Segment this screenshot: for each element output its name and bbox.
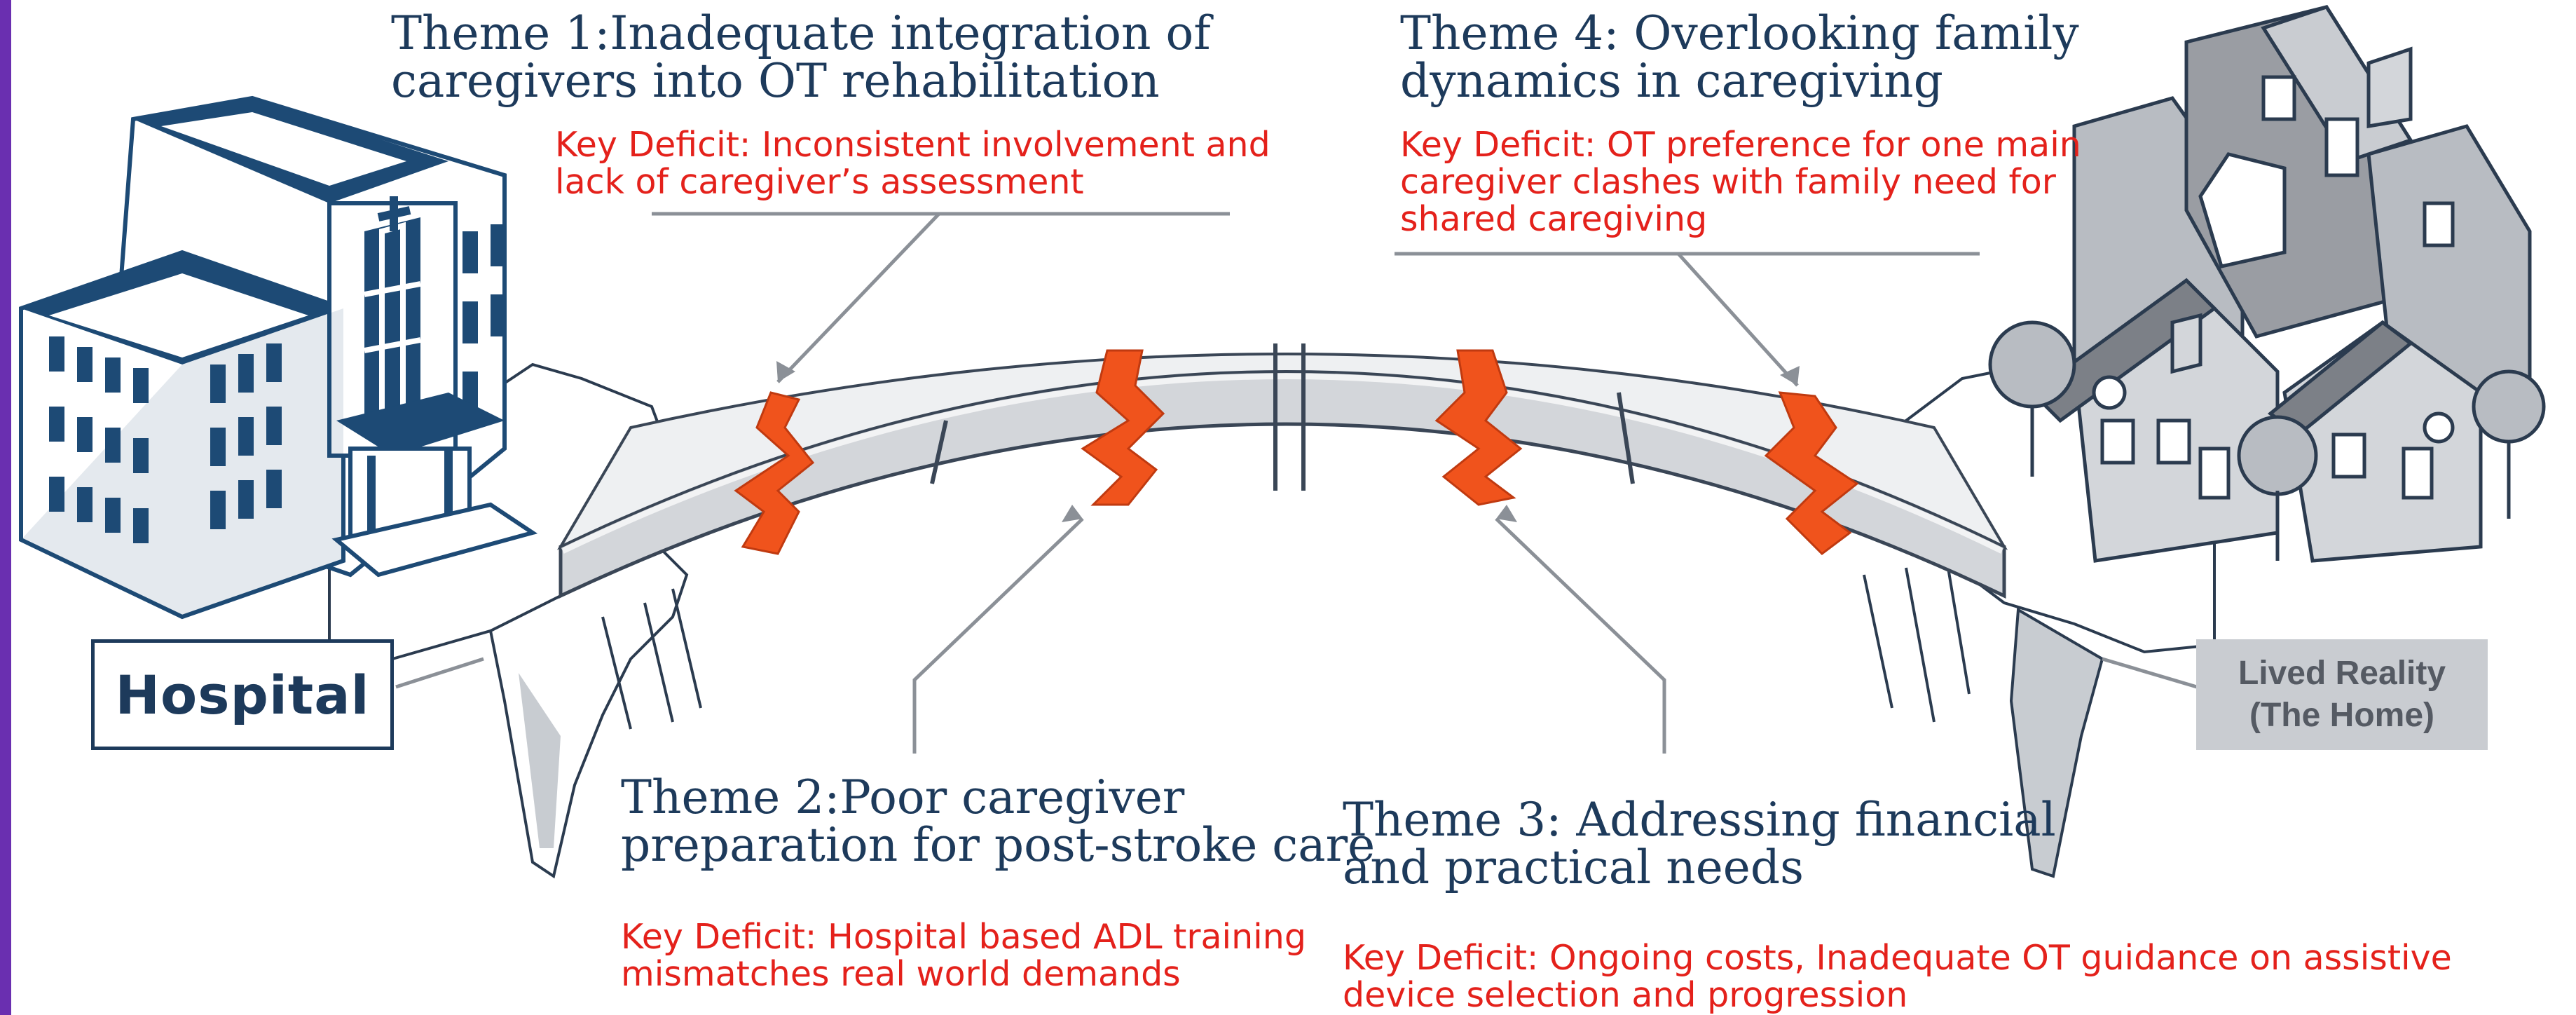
- theme-2-title-line-2: preparation for post-stroke care: [621, 818, 1376, 872]
- theme-2-deficit-line-1: Key Deficit: Hospital based ADL training: [621, 917, 1306, 957]
- crack-2: [1081, 349, 1165, 506]
- hospital-building-icon: [19, 95, 538, 620]
- theme-3-deficit: Key Deficit: Ongoing costs, Inadequate O…: [1343, 939, 2452, 1014]
- left-accent-bar: [0, 0, 11, 1015]
- theme-2-deficit-line-2: mismatches real world demands: [621, 954, 1181, 994]
- theme-1-title-line-1: Theme 1:Inadequate integration of: [391, 6, 1211, 60]
- theme-4-deficit: Key Deficit: OT preference for one main …: [1400, 126, 2081, 238]
- crack-3: [1434, 349, 1523, 506]
- theme-3-title-line-2: and practical needs: [1343, 840, 1804, 894]
- hospital-label: Hospital: [91, 639, 394, 750]
- crack-1: [734, 391, 815, 555]
- theme-3-deficit-line-1: Key Deficit: Ongoing costs, Inadequate O…: [1343, 938, 2452, 978]
- theme-4-title-line-1: Theme 4: Overlooking family: [1400, 6, 2079, 60]
- theme-4-deficit-line-3: shared caregiving: [1400, 199, 1708, 239]
- theme-1-title: Theme 1:Inadequate integration of caregi…: [391, 10, 1211, 105]
- theme-1-title-line-2: caregivers into OT rehabilitation: [391, 54, 1160, 108]
- theme-2-deficit: Key Deficit: Hospital based ADL training…: [621, 918, 1306, 993]
- home-houses-icon: [1988, 5, 2546, 563]
- theme-4-title: Theme 4: Overlooking family dynamics in …: [1400, 10, 2079, 105]
- theme-1-deficit-line-1: Key Deficit: Inconsistent involvement an…: [555, 125, 1270, 165]
- theme-2-title: Theme 2:Poor caregiver preparation for p…: [621, 774, 1375, 869]
- home-label-line-1: Lived Reality: [2238, 655, 2446, 692]
- theme-1-deficit-line-2: lack of caregiver’s assessment: [555, 162, 1084, 202]
- theme-3-title-line-1: Theme 3: Addressing financial: [1343, 793, 2056, 847]
- home-label-line-2: (The Home): [2249, 697, 2434, 734]
- home-label: Lived Reality (The Home): [2196, 639, 2488, 750]
- theme-3-deficit-line-2: device selection and progression: [1343, 975, 1908, 1015]
- theme-3-title: Theme 3: Addressing financial and practi…: [1343, 796, 2056, 892]
- bridge-cracks: [734, 349, 1859, 555]
- theme-4-title-line-2: dynamics in caregiving: [1400, 54, 1943, 108]
- theme-1-deficit: Key Deficit: Inconsistent involvement an…: [555, 126, 1270, 200]
- crack-4: [1764, 391, 1859, 555]
- hospital-label-text: Hospital: [115, 663, 370, 726]
- theme-4-deficit-line-1: Key Deficit: OT preference for one main: [1400, 125, 2081, 165]
- theme-2-title-line-1: Theme 2:Poor caregiver: [621, 770, 1185, 824]
- theme-4-deficit-line-2: caregiver clashes with family need for: [1400, 162, 2056, 202]
- pointer-lines: [395, 212, 2198, 754]
- pointer-arrowheads: [776, 361, 1800, 522]
